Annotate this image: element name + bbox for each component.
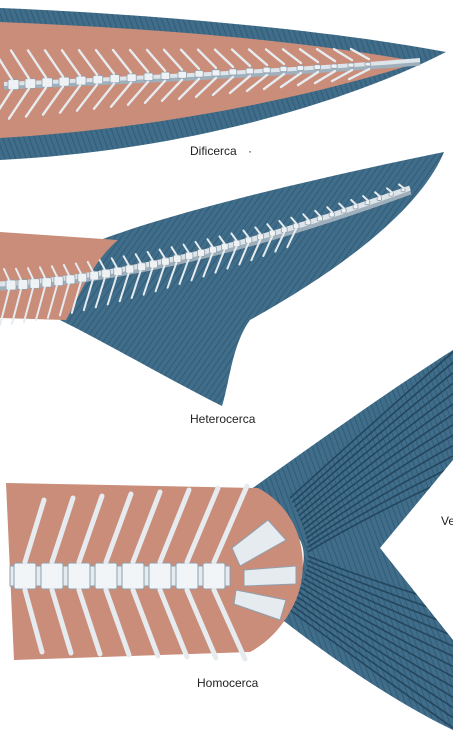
homocerca-tail [6,350,453,730]
vertebra [68,563,90,589]
vertebra [41,563,63,589]
vertebra [246,68,254,74]
vertebra [42,278,51,287]
homocerca-caption: Homocerca [197,676,258,690]
vertebra [90,271,99,280]
vertebra [150,260,158,268]
vertebra [93,75,103,84]
vertebra [14,563,36,589]
vertebra [114,267,122,275]
vertebra [8,80,19,90]
vertebra [54,276,63,285]
vertebra [314,65,321,70]
vertebra [162,258,170,265]
vertebra [42,78,53,87]
vertebra [195,71,203,78]
vertebra [122,563,144,589]
vertebra [174,255,182,262]
heterocerca-caption: Heterocerca [190,412,255,426]
vertebra [365,62,371,66]
vertebra [212,70,220,76]
vertebra [203,563,225,589]
vertebra [221,244,228,250]
vertebra [59,77,69,86]
vertebra [127,74,136,82]
vertebra [66,275,75,284]
vertebra [186,252,193,259]
dificerca-mark: · [248,144,252,158]
vertebra [78,273,87,282]
vertebra [178,71,187,78]
vertebra [102,269,111,277]
vertebra [331,64,337,68]
vertebra [149,563,171,589]
vertebra [25,79,36,89]
heterocerca-tail [0,152,444,406]
vertebra [110,75,120,83]
vertebra [161,72,170,79]
vertebra [348,63,354,67]
vertebra [126,265,134,273]
vertebra [229,69,237,75]
dificerca-label: Dificerca [190,144,237,158]
vertebra [263,67,270,73]
vertebra [209,247,216,254]
vertebra [95,563,117,589]
vertebra [30,279,40,289]
vertebra [297,66,304,71]
dificerca-tail [0,8,446,160]
heterocerca-fin [60,152,444,406]
dificerca-caption: Dificerca · [190,144,252,158]
vertebra [176,563,198,589]
vertebra [138,263,146,271]
vertebra [144,73,153,81]
edge-caption-fragment: Ve [441,514,453,528]
vertebra [280,66,287,71]
vertebra [6,280,16,290]
vertebra [198,250,205,257]
vertebra [18,280,28,290]
vertebra [76,76,86,85]
